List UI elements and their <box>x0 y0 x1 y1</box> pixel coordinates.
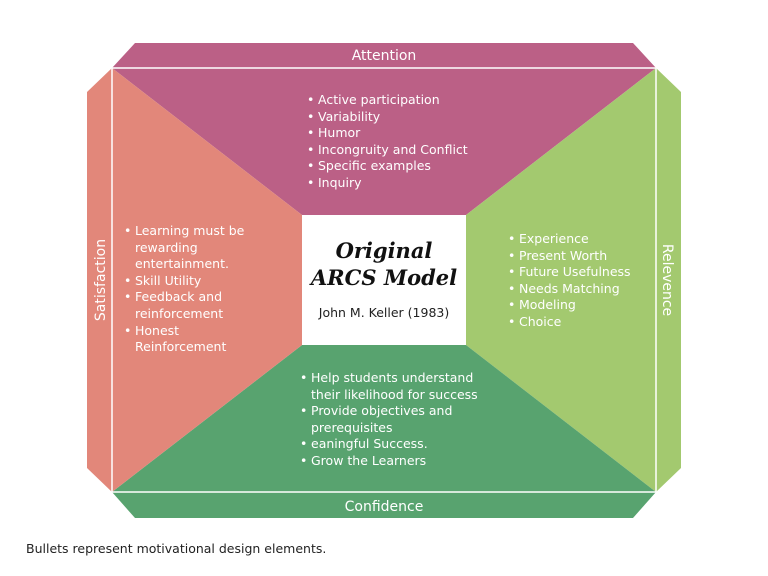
list-item: Feedback and reinforcement <box>124 289 274 322</box>
list-item: Help students understand their likelihoo… <box>300 370 480 403</box>
list-item: Active participation <box>307 92 497 109</box>
list-item: Experience <box>508 231 648 248</box>
list-item: Honest Reinforcement <box>124 323 274 356</box>
satisfaction-band <box>87 68 112 492</box>
footnote: Bullets represent motivational design el… <box>26 541 327 556</box>
satisfaction-label: Satisfaction <box>93 239 109 321</box>
attention-band <box>112 43 656 68</box>
list-item: Future Usefulness <box>508 264 648 281</box>
list-item: Variability <box>307 109 497 126</box>
list-item: Skill Utility <box>124 273 274 290</box>
list-item: Needs Matching <box>508 281 648 298</box>
satisfaction-list: Learning must be rewarding entertainment… <box>124 223 274 356</box>
center-box: Original ARCS Model John M. Keller (1983… <box>302 215 466 345</box>
list-item: Inquiry <box>307 175 497 192</box>
relevance-label: Relevence <box>659 244 675 316</box>
inner-frame <box>111 67 657 493</box>
relevance-band <box>656 68 681 492</box>
attention-list: Active participation Variability Humor I… <box>307 92 497 192</box>
diagram-title: Original ARCS Model <box>310 238 458 290</box>
list-item: Grow the Learners <box>300 453 480 470</box>
list-item: Present Worth <box>508 248 648 265</box>
list-item: Humor <box>307 125 497 142</box>
list-item: Specific examples <box>307 158 497 175</box>
list-item: Modeling <box>508 297 648 314</box>
confidence-list: Help students understand their likelihoo… <box>300 370 480 470</box>
list-item: eaningful Success. <box>300 436 480 453</box>
attention-label: Attention <box>352 48 417 64</box>
list-item: Choice <box>508 314 648 331</box>
list-item: Incongruity and Conflict <box>307 142 497 159</box>
confidence-band <box>112 492 656 518</box>
list-item: Learning must be rewarding entertainment… <box>124 223 274 273</box>
confidence-label: Confidence <box>345 499 424 515</box>
diagram-author: John M. Keller (1983) <box>318 305 450 320</box>
relevance-list: Experience Present Worth Future Usefulne… <box>508 231 648 331</box>
list-item: Provide objectives and prerequisites <box>300 403 480 436</box>
